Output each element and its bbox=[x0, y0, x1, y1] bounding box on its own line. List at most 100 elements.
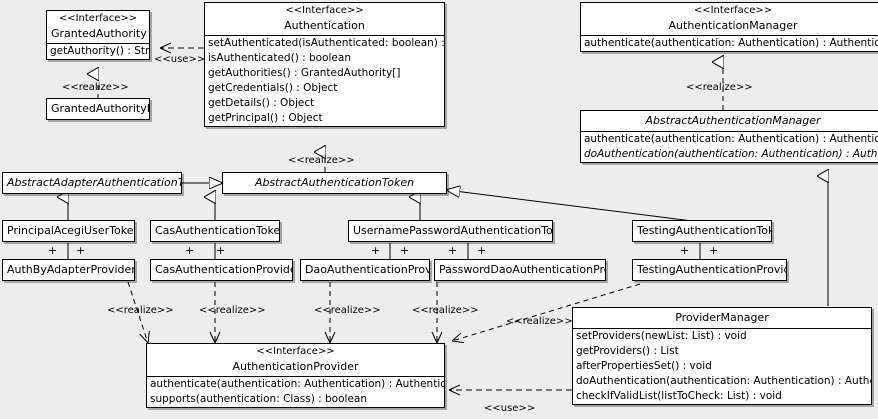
member-row: authenticate(authentication: Authenticat… bbox=[584, 37, 878, 49]
members-compartment: authenticate(authentication: Authenticat… bbox=[581, 132, 878, 162]
class-auth-by-adapter-provider[interactable]: AuthByAdapterProvider bbox=[2, 259, 135, 281]
class-name: AbstractAuthenticationToken bbox=[254, 176, 415, 189]
class-name: PrincipalAcegiUserToken bbox=[7, 224, 135, 237]
class-password-dao-authentication-provider[interactable]: PasswordDaoAuthenticationProvider bbox=[434, 259, 606, 281]
members-compartment: authenticate(authentication: Authenticat… bbox=[147, 377, 444, 407]
member-row: checkIfValidList(listToCheck: List) : vo… bbox=[576, 390, 782, 402]
member-row: getAuthority() : String bbox=[50, 45, 150, 57]
class-name: CasAuthenticationProvider bbox=[155, 263, 293, 276]
class-dao-authentication-provider[interactable]: DaoAuthenticationProvider bbox=[300, 259, 430, 281]
association-multiplicity: + bbox=[48, 244, 58, 257]
class-name: AbstractAdapterAuthenticationToken bbox=[7, 176, 181, 189]
association-multiplicity: + bbox=[216, 244, 226, 257]
association-multiplicity: + bbox=[185, 244, 195, 257]
class-header: CasAuthenticationProvider bbox=[151, 260, 292, 280]
member-row: doAuthentication(authentication: Authent… bbox=[584, 148, 878, 160]
class-header: <<Interface>> GrantedAuthority bbox=[47, 11, 149, 43]
class-header: GrantedAuthorityImpl bbox=[47, 99, 149, 119]
class-authentication-provider[interactable]: <<Interface>> AuthenticationProvider aut… bbox=[146, 343, 445, 408]
class-testing-authentication-token[interactable]: TestingAuthenticationToken bbox=[632, 220, 772, 242]
members-compartment: setAuthenticated(isAuthenticated: boolea… bbox=[205, 36, 444, 126]
class-authentication-manager[interactable]: <<Interface>> AuthenticationManager auth… bbox=[580, 2, 878, 52]
class-header: AuthByAdapterProvider bbox=[3, 260, 134, 280]
class-cas-authentication-token[interactable]: CasAuthenticationToken bbox=[150, 220, 280, 242]
divider bbox=[581, 131, 878, 132]
association-multiplicity: + bbox=[477, 244, 487, 257]
member-row: getAuthorities() : GrantedAuthority[] bbox=[208, 67, 401, 79]
class-name: DaoAuthenticationProvider bbox=[305, 263, 430, 276]
class-name: GrantedAuthorityImpl bbox=[51, 102, 150, 115]
class-header: ProviderManager bbox=[573, 308, 871, 328]
member-row: supports(authentication: Class) : boolea… bbox=[150, 393, 367, 405]
class-name: ProviderManager bbox=[675, 311, 769, 324]
class-header: PasswordDaoAuthenticationProvider bbox=[435, 260, 605, 280]
class-header: CasAuthenticationToken bbox=[151, 221, 279, 241]
stereotype-label: <<Interface>> bbox=[285, 5, 364, 16]
member-row: getProviders() : List bbox=[576, 345, 679, 357]
class-header: DaoAuthenticationProvider bbox=[301, 260, 429, 280]
class-name: AbstractAuthenticationManager bbox=[645, 114, 821, 127]
stereotype-label: <<Interface>> bbox=[58, 13, 138, 24]
class-username-password-authentication-token[interactable]: UsernamePasswordAuthenticationToken bbox=[348, 220, 553, 242]
class-name: TestingAuthenticationToken bbox=[637, 224, 771, 237]
divider bbox=[47, 43, 149, 44]
association-multiplicity: + bbox=[371, 244, 381, 257]
member-row: getCredentials() : Object bbox=[208, 82, 338, 94]
class-header: TestingAuthenticationToken bbox=[633, 221, 771, 241]
class-testing-authentication-provider[interactable]: TestingAuthenticationProvider bbox=[632, 259, 787, 281]
edge-label-realize-cas-provider: <<realize>> bbox=[199, 305, 266, 316]
class-name: UsernamePasswordAuthenticationToken bbox=[353, 224, 553, 237]
members-compartment: setProviders(newList: List) : void getPr… bbox=[573, 329, 871, 404]
class-header: <<Interface>> AuthenticationManager bbox=[581, 3, 878, 35]
class-abstract-adapter-authentication-token[interactable]: AbstractAdapterAuthenticationToken bbox=[2, 172, 182, 194]
class-name: AuthByAdapterProvider bbox=[7, 263, 135, 276]
class-authentication[interactable]: <<Interface>> Authentication setAuthenti… bbox=[204, 2, 445, 127]
class-header: AbstractAdapterAuthenticationToken bbox=[3, 173, 181, 193]
member-row: setProviders(newList: List) : void bbox=[576, 330, 747, 342]
divider bbox=[205, 35, 444, 36]
class-header: PrincipalAcegiUserToken bbox=[3, 221, 134, 241]
class-header: AbstractAuthenticationToken bbox=[223, 173, 446, 193]
members-compartment: authenticate(authentication: Authenticat… bbox=[581, 36, 878, 51]
class-abstract-authentication-token[interactable]: AbstractAuthenticationToken bbox=[222, 172, 447, 194]
class-abstract-authentication-manager[interactable]: AbstractAuthenticationManager authentica… bbox=[580, 110, 878, 163]
edge-label-use-authentication-granted: <<use>> bbox=[154, 54, 206, 65]
association-multiplicity: + bbox=[448, 244, 458, 257]
class-name: PasswordDaoAuthenticationProvider bbox=[439, 263, 605, 276]
stereotype-label: <<Interface>> bbox=[256, 346, 335, 357]
class-name: TestingAuthenticationProvider bbox=[637, 263, 787, 276]
class-principal-acegi-user-token[interactable]: PrincipalAcegiUserToken bbox=[2, 220, 135, 242]
member-row: getPrincipal() : Object bbox=[208, 112, 323, 124]
divider bbox=[573, 328, 871, 329]
member-row: afterPropertiesSet() : void bbox=[576, 360, 712, 372]
class-granted-authority-impl[interactable]: GrantedAuthorityImpl bbox=[46, 98, 150, 120]
edge-label-realize-manager: <<realize>> bbox=[686, 82, 753, 93]
class-header: <<Interface>> AuthenticationProvider bbox=[147, 344, 444, 376]
class-header: TestingAuthenticationProvider bbox=[633, 260, 786, 280]
members-compartment: getAuthority() : String bbox=[47, 44, 149, 59]
divider bbox=[581, 35, 878, 36]
association-multiplicity: + bbox=[76, 244, 86, 257]
edge-label-realize-token-authentication: <<realize>> bbox=[288, 155, 355, 166]
class-granted-authority[interactable]: <<Interface>> GrantedAuthority getAuthor… bbox=[46, 10, 150, 60]
association-multiplicity: + bbox=[680, 244, 690, 257]
edge-label-realize-dao-provider: <<realize>> bbox=[314, 305, 381, 316]
association-multiplicity: + bbox=[709, 244, 719, 257]
class-cas-authentication-provider[interactable]: CasAuthenticationProvider bbox=[150, 259, 293, 281]
member-row: doAuthentication(authentication: Authent… bbox=[576, 375, 871, 387]
class-header: <<Interface>> Authentication bbox=[205, 3, 444, 35]
member-row: authenticate(authentication: Authenticat… bbox=[150, 378, 445, 390]
edge-label-use-provider-manager: <<use>> bbox=[484, 403, 536, 414]
member-row: setAuthenticated(isAuthenticated: boolea… bbox=[208, 37, 445, 49]
edge-label-realize-auth-by-adapter: <<realize>> bbox=[107, 305, 174, 316]
class-header: UsernamePasswordAuthenticationToken bbox=[349, 221, 552, 241]
edge-label-realize-granted-impl: <<realize>> bbox=[62, 82, 129, 93]
member-row: getDetails() : Object bbox=[208, 97, 315, 109]
class-name: Authentication bbox=[284, 19, 365, 32]
stereotype-label: <<Interface>> bbox=[693, 5, 773, 16]
edge-label-realize-password-dao-provider: <<realize>> bbox=[412, 305, 479, 316]
association-multiplicity: + bbox=[400, 244, 410, 257]
class-name: AuthenticationManager bbox=[668, 19, 798, 32]
class-provider-manager[interactable]: ProviderManager setProviders(newList: Li… bbox=[572, 307, 872, 405]
